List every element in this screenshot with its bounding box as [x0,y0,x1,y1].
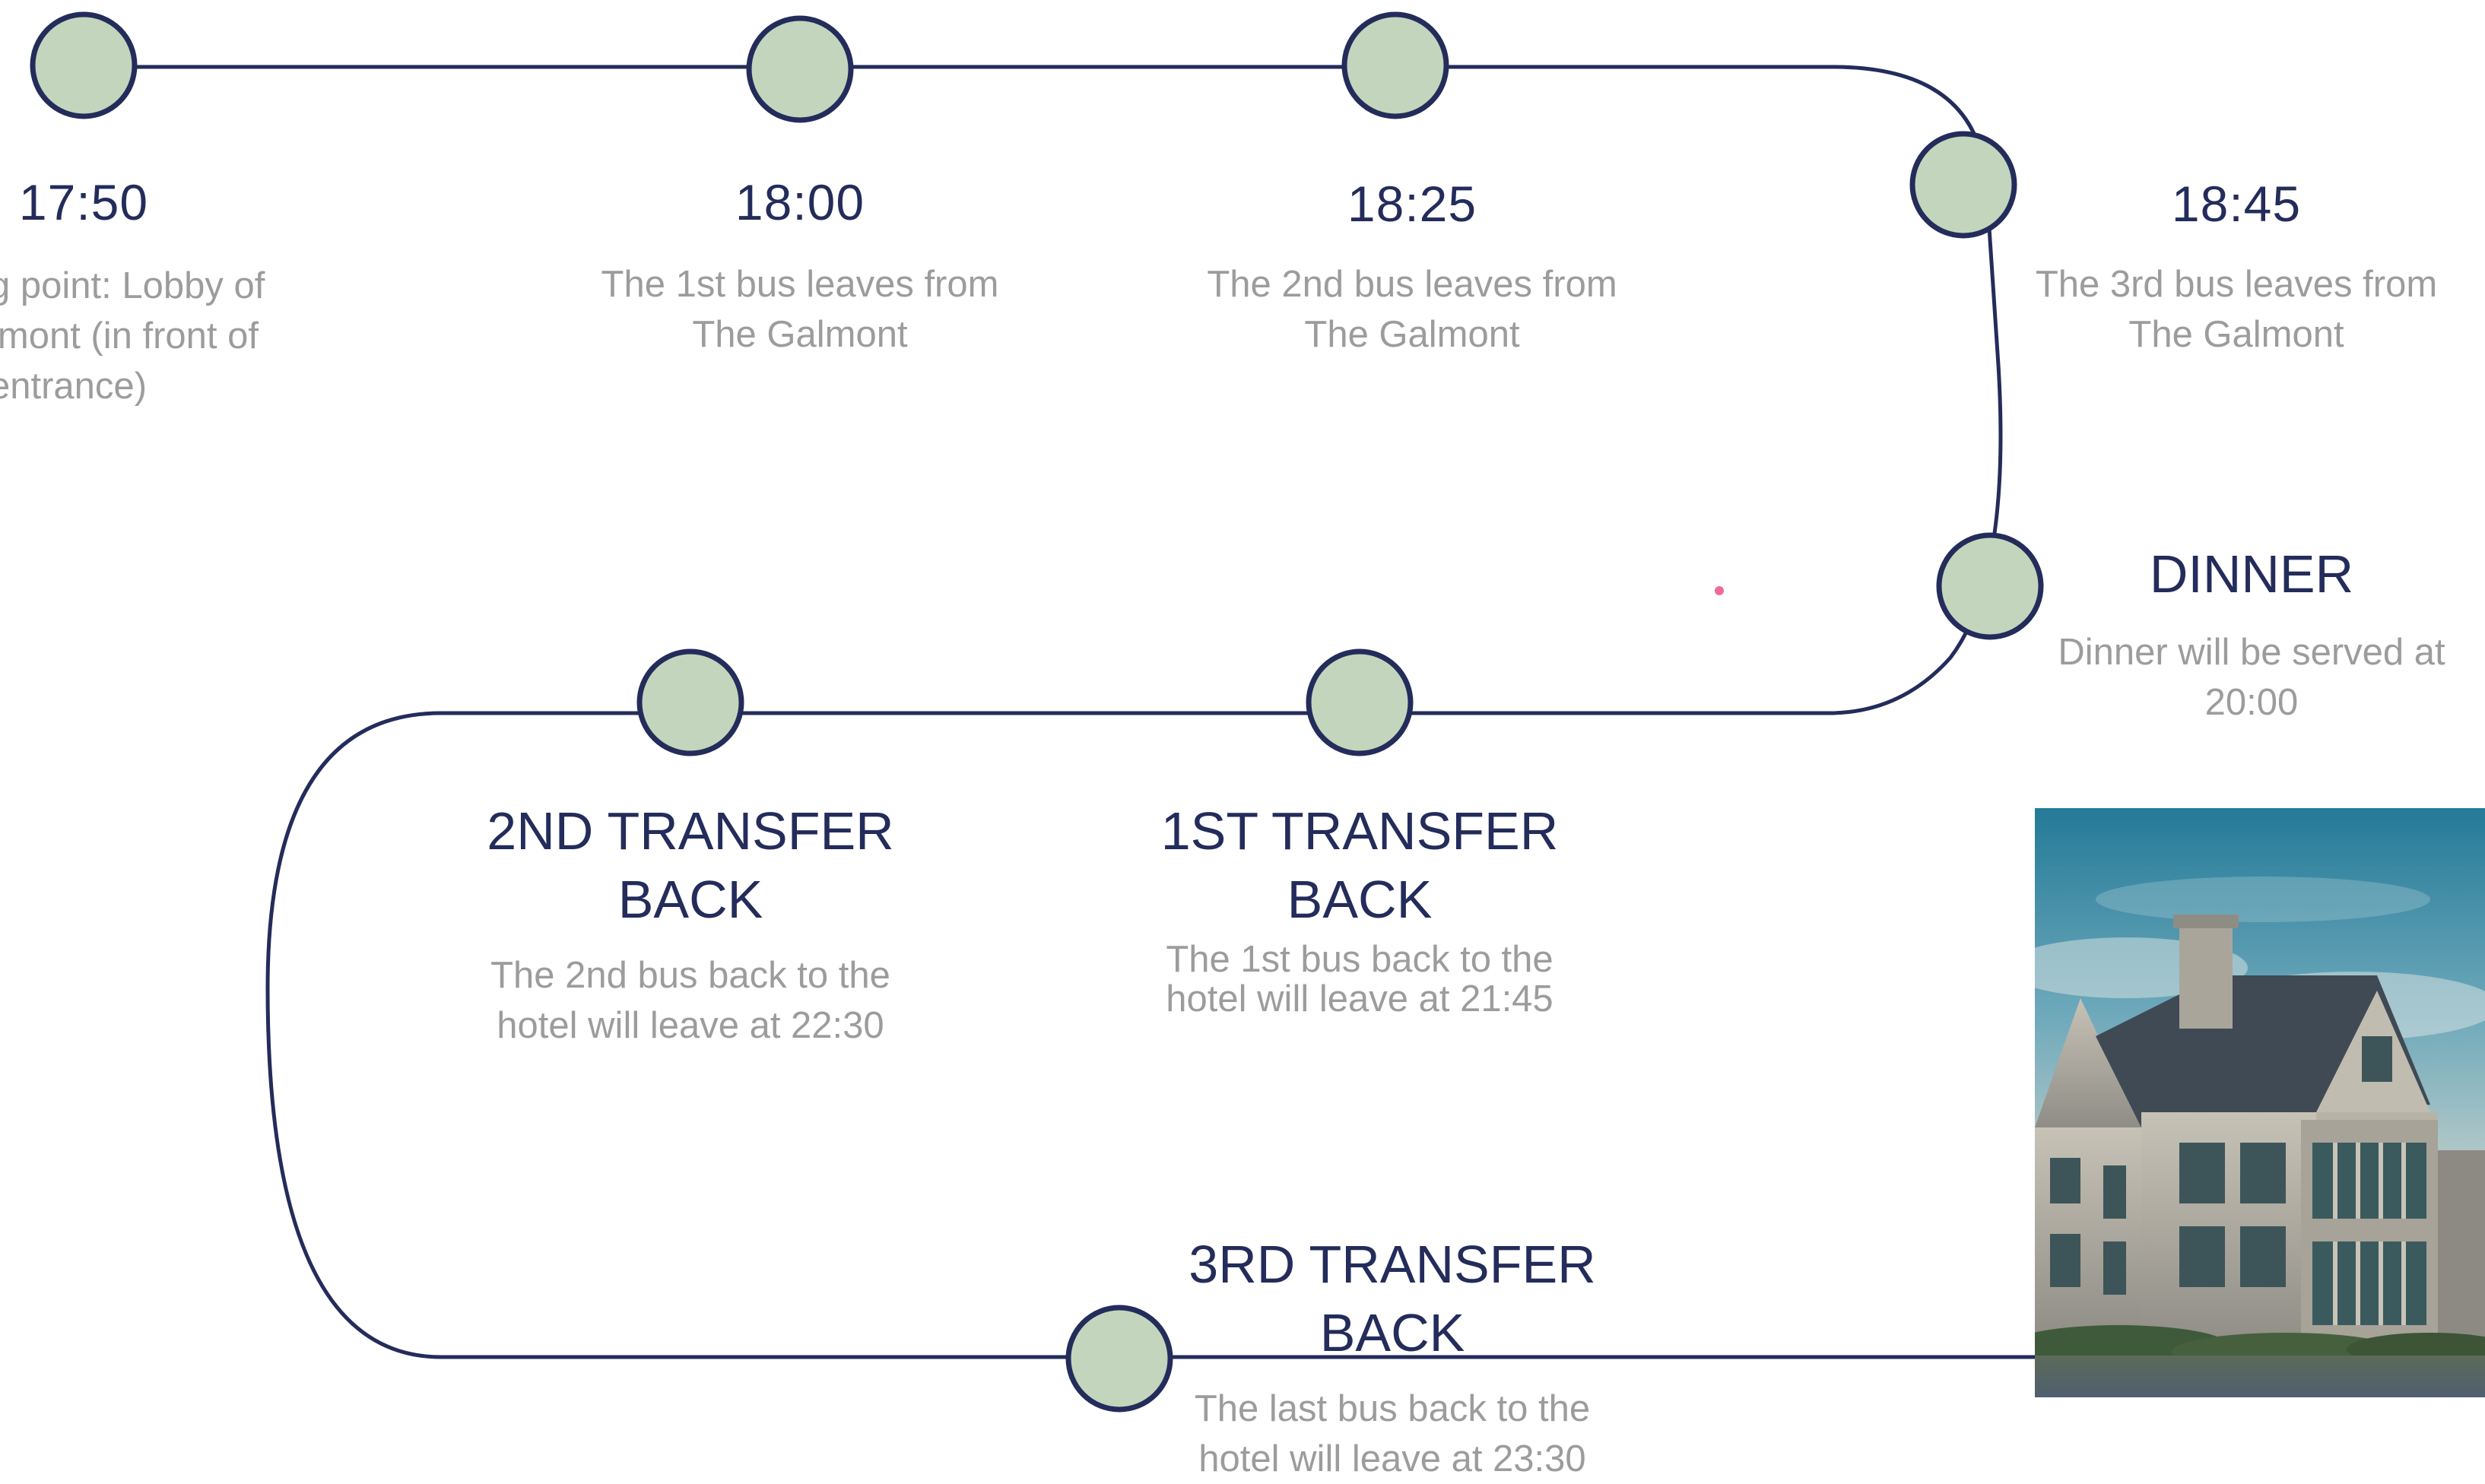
description-line: The last bus back to the [1194,1388,1591,1429]
description-line: The 1st bus back to the [1166,939,1554,980]
step-time-1825: 18:25 [1347,176,1477,232]
step-time-1750: 17:50 [18,174,149,230]
description-line: The 1st bus leaves from [601,264,999,305]
heading-line: BACK [617,870,763,929]
timeline-node-1800 [746,15,854,123]
step-description-transfer1: The 1st bus back to the hotel will leave… [1166,940,1553,1019]
description-line: hotel will leave at 23:30 [1198,1438,1586,1479]
heading-line: 1ST TRANSFER [1160,801,1559,861]
step-description-transfer3: The last bus back to the hotel will leav… [1195,1384,1590,1484]
description-line: 20:00 [2204,682,2299,723]
description-line: hotel will leave at 22:30 [497,1005,884,1046]
step-description-transfer2: The 2nd bus back to the hotel will leave… [490,950,890,1051]
heading-line: BACK [1287,870,1433,929]
step-heading-transfer1: 1ST TRANSFER BACK [1161,797,1559,934]
manor-house-illustration [2035,808,2485,1397]
description-line: Dinner will be served at [2058,632,2445,673]
description-line: The 2nd bus back to the [490,955,890,996]
step-time-1845: 18:45 [2171,176,2302,232]
timeline-node-transfer2 [636,648,744,756]
description-line: lmont (in front of [0,316,259,357]
timeline-node-transfer3 [1065,1305,1173,1413]
description-line: The 3rd bus leaves from [2035,264,2438,305]
step-heading-transfer2: 2ND TRANSFER BACK [487,797,893,934]
timeline-node-1825 [1341,11,1449,119]
timeline-node-1750 [30,11,138,119]
timeline-path [84,65,2035,1359]
heading-line: 2ND TRANSFER [487,801,894,861]
description-line: hotel will leave at 21:45 [1166,978,1554,1019]
step-time-1800: 18:00 [735,174,865,230]
description-line: The 2nd bus leaves from [1207,264,1617,305]
step-description-1845: The 3rd bus leaves from The Galmont [2036,259,2437,360]
step-description-1800: The 1st bus leaves from The Galmont [601,259,999,360]
step-heading-transfer3: 3RD TRANSFER BACK [1189,1230,1595,1367]
description-line: The Galmont [2128,314,2344,355]
heading-line: BACK [1319,1303,1465,1362]
step-heading-dinner: DINNER [2149,544,2354,604]
timeline-node-transfer1 [1306,648,1414,756]
manor-house-photo [2035,808,2485,1397]
step-description-1825: The 2nd bus leaves from The Galmont [1207,259,1617,360]
description-line: g point: Lobby of [0,265,265,306]
description-line: entrance) [0,366,148,407]
heading-line: 3RD TRANSFER [1189,1235,1596,1294]
timeline-node-1845 [1909,131,2017,239]
step-description-1750: g point: Lobby of lmont (in front of ent… [0,261,265,411]
step-description-dinner: Dinner will be served at 20:00 [2058,627,2445,728]
accent-dot [1715,586,1724,595]
timeline-node-dinner [1936,532,2044,640]
description-line: The Galmont [1304,314,1520,355]
description-line: The Galmont [692,314,908,355]
